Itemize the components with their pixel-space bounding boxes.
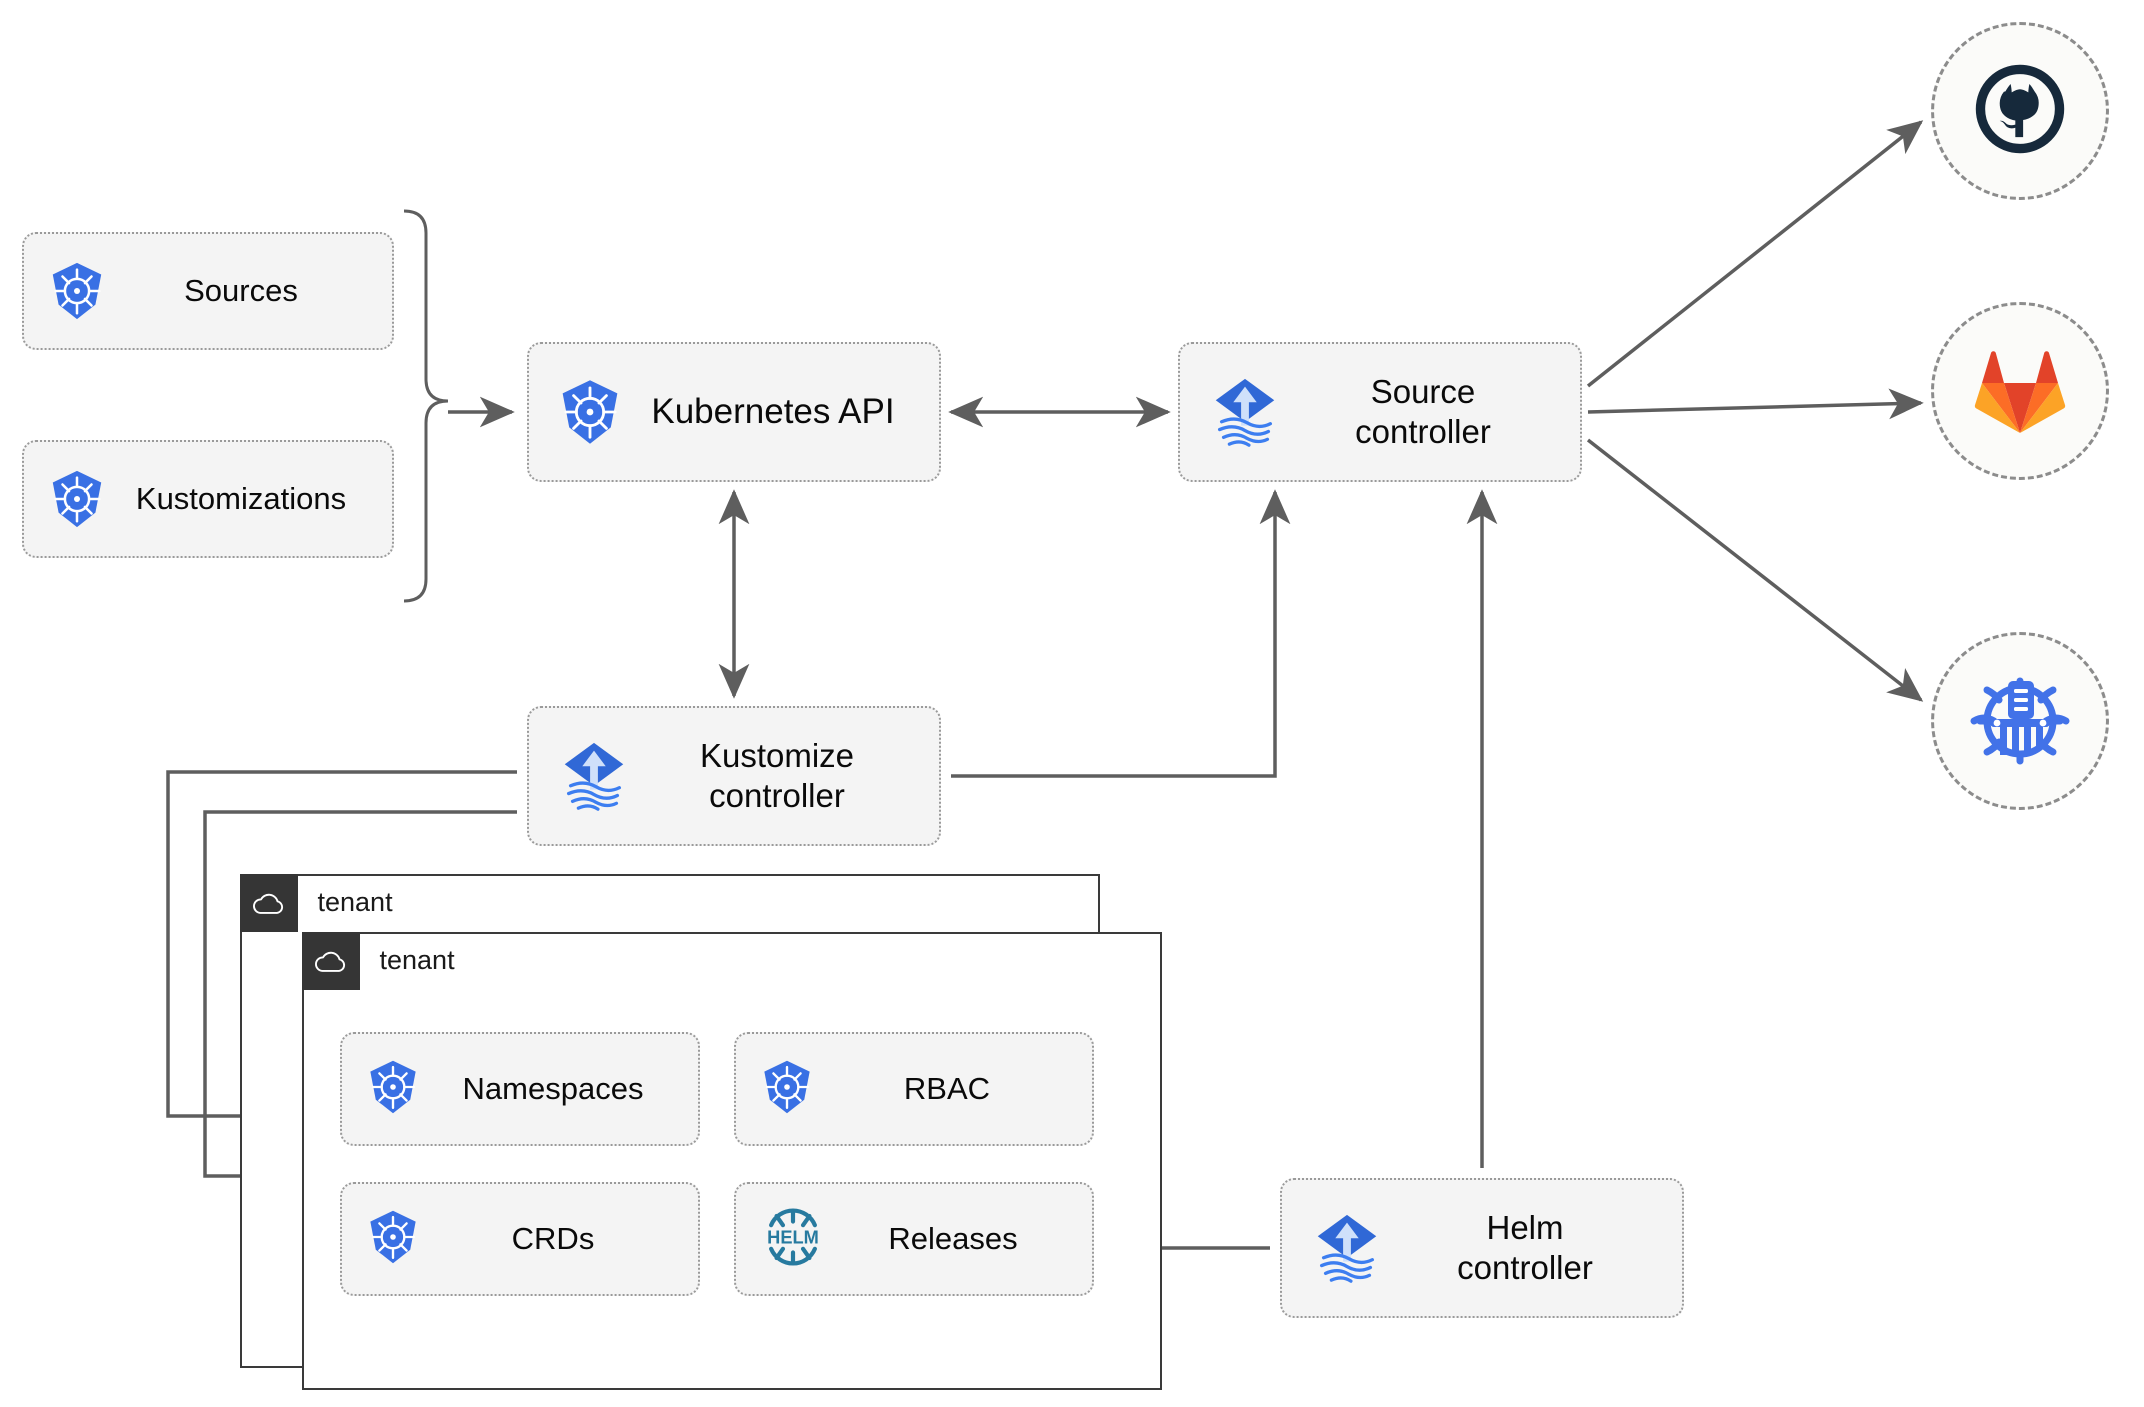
resource-label: Releases [888, 1221, 1018, 1256]
github-icon [1968, 57, 2072, 166]
flux-icon [1206, 373, 1284, 451]
node-label-line1: Kustomize [699, 736, 855, 774]
tenant-label: tenant [379, 945, 455, 975]
node-kustomize-controller[interactable]: Kustomize controller [527, 706, 941, 846]
node-label: Sources [184, 273, 298, 309]
tenant-label: tenant [317, 887, 393, 917]
helm-repository-icon [1962, 663, 2078, 780]
node-label-line1: Source [1370, 372, 1476, 410]
node-label-line2: controller [1355, 413, 1491, 450]
node-label-line1: Helm [1486, 1208, 1564, 1246]
kubernetes-icon [46, 260, 108, 322]
external-gitlab[interactable] [1931, 302, 2109, 480]
external-github[interactable] [1931, 22, 2109, 200]
node-label: Kustomizations [135, 481, 347, 517]
resource-rbac[interactable]: RBAC [734, 1032, 1094, 1146]
kubernetes-icon [555, 377, 625, 447]
flux-icon [1308, 1209, 1386, 1287]
node-label: Kustomize controller [633, 736, 931, 817]
resource-releases[interactable]: HELM Releases [734, 1182, 1094, 1296]
resource-label: Namespaces [462, 1071, 644, 1106]
resource-label: CRDs [511, 1221, 595, 1256]
helm-icon: HELM [758, 1206, 828, 1273]
node-source-controller[interactable]: Source controller [1178, 342, 1582, 482]
node-kustomizations[interactable]: Kustomizations [22, 440, 394, 558]
node-label: Kubernetes API [651, 391, 895, 431]
node-label-line2: controller [1457, 1249, 1593, 1286]
node-label: Source controller [1284, 372, 1572, 453]
kubernetes-icon [364, 1208, 422, 1271]
tenant-header: tenant [239, 873, 393, 932]
kubernetes-icon [46, 468, 108, 530]
tenant-header: tenant [301, 931, 455, 990]
gitlab-icon [1970, 341, 2070, 442]
external-helm-repository[interactable] [1931, 632, 2109, 810]
node-kubernetes-api[interactable]: Kubernetes API [527, 342, 941, 482]
resource-label: RBAC [903, 1071, 991, 1106]
svg-text:HELM: HELM [767, 1226, 819, 1247]
node-label-line2: controller [709, 777, 845, 814]
kubernetes-icon [364, 1058, 422, 1121]
resource-namespaces[interactable]: Namespaces [340, 1032, 700, 1146]
node-label: Helm controller [1386, 1208, 1674, 1289]
resource-crds[interactable]: CRDs [340, 1182, 700, 1296]
flux-icon [555, 737, 633, 815]
tenant-card-front[interactable]: tenant [301, 931, 1162, 1390]
node-helm-controller[interactable]: Helm controller [1280, 1178, 1684, 1318]
cloud-icon [301, 931, 360, 990]
cloud-icon [239, 873, 298, 932]
kubernetes-icon [758, 1058, 816, 1121]
node-sources[interactable]: Sources [22, 232, 394, 350]
